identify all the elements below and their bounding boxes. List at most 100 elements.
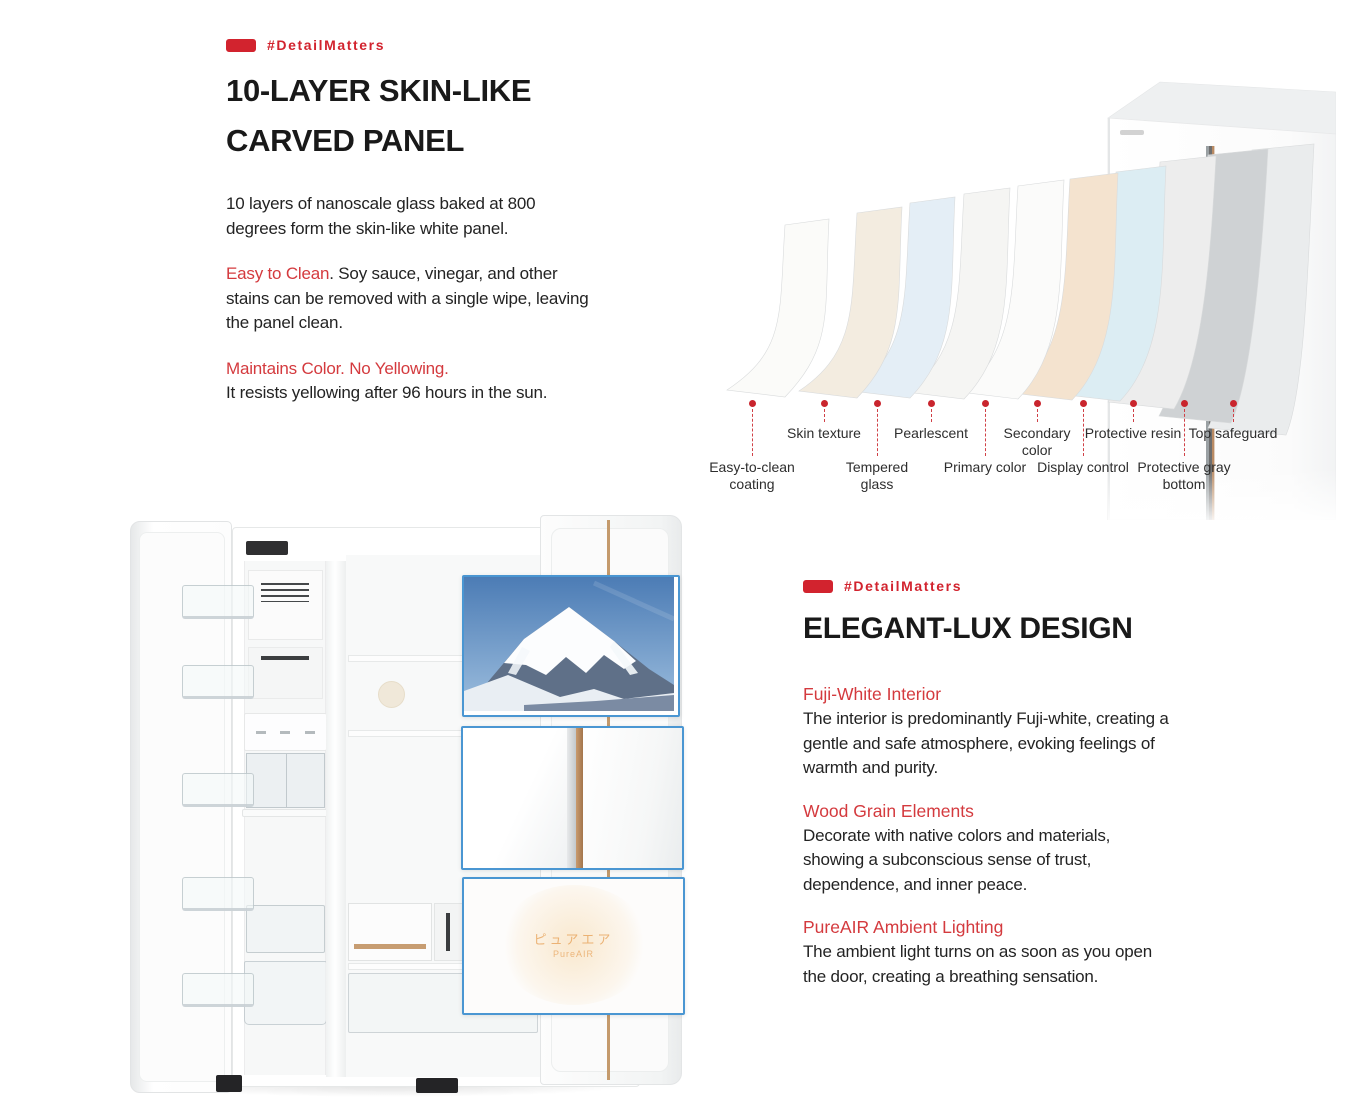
layer-label: Primary color (943, 459, 1027, 475)
feature-ambient-lighting: PureAIR Ambient Lighting The ambient lig… (803, 915, 1175, 989)
freezer-drawer-upper (246, 905, 325, 953)
bin-divider (285, 754, 287, 807)
title-line-2: CARVED PANEL (226, 123, 465, 158)
wood-handle-callout-image (461, 726, 684, 870)
fridge-foot (216, 1075, 242, 1092)
carved-panel-copy: #DetailMatters 10-LAYER SKIN-LIKE CARVED… (226, 37, 594, 423)
feature-fuji-white: Fuji-White Interior The interior is pred… (803, 682, 1175, 781)
fridge-foot (416, 1078, 458, 1093)
feature-heading: PureAIR Ambient Lighting (803, 917, 1004, 937)
dispenser-icon (280, 731, 290, 734)
easy-to-clean-body: . Soy sauce, vinegar, and other stains c… (226, 264, 589, 332)
twin-ice-bins (246, 753, 325, 808)
carved-panel-title: 10-LAYER SKIN-LIKE CARVED PANEL (226, 66, 594, 166)
red-flag-icon (226, 38, 256, 52)
pureair-label-en: PureAIR (552, 949, 594, 959)
feature-body: The interior is predominantly Fuji-white… (803, 709, 1169, 777)
door-bin (182, 773, 254, 807)
red-flag-icon (803, 579, 833, 593)
air-vent-grille (261, 583, 309, 602)
maintains-color-highlight: Maintains Color. No Yellowing. (226, 358, 449, 378)
ten-layer-diagram: Easy-to-clean coating Skin texture Tempe… (680, 60, 1336, 520)
feature-body: The ambient light turns on as soon as yo… (803, 942, 1152, 986)
dashed-leader (751, 409, 753, 456)
feature-wood-grain: Wood Grain Elements Decorate with native… (803, 799, 1175, 898)
layer-label: Protective resin (1084, 425, 1182, 441)
handle-groove (567, 728, 576, 868)
maintains-color-paragraph: Maintains Color. No Yellowing. It resist… (226, 357, 594, 406)
dashed-leader (876, 409, 878, 456)
layer-label: Easy-to-clean coating (709, 459, 795, 492)
freezer-shelf-rail (242, 809, 328, 817)
layer-callout-protective-gray: Protective gray bottom (1136, 400, 1232, 492)
dashed-leader (823, 409, 825, 422)
detail-matters-tag: #DetailMatters (803, 578, 1175, 594)
pureair-label-jp: ピュアエア (533, 932, 614, 947)
dashed-leader (1082, 409, 1084, 456)
dashed-leader (984, 409, 986, 456)
feature-body: Decorate with native colors and material… (803, 825, 1111, 894)
layer-label: Top safeguard (1188, 425, 1278, 441)
red-dot-icon (748, 400, 756, 407)
icemaker-housing (248, 570, 323, 640)
dispenser-icon (256, 731, 266, 734)
mount-fuji-photo (464, 577, 676, 711)
snow-cap (504, 607, 636, 675)
red-dot-icon (820, 400, 828, 407)
maintains-color-body: It resists yellowing after 96 hours in t… (226, 383, 548, 402)
pureair-disc (378, 681, 405, 708)
carved-panel-intro: 10 layers of nanoscale glass baked at 80… (226, 194, 536, 238)
elegant-lux-title: ELEGANT-LUX DESIGN (803, 612, 1133, 645)
layer-callout-display-control: Display control (1035, 400, 1131, 476)
door-bin (182, 877, 254, 911)
ambient-glow (498, 885, 650, 1005)
layer-sheet-primary-color (959, 179, 1065, 400)
red-dot-icon (1129, 400, 1137, 407)
layer-callout-easy-clean: Easy-to-clean coating (704, 400, 800, 492)
dashed-leader (930, 409, 932, 422)
elegant-lux-copy: #DetailMatters ELEGANT-LUX DESIGN Fuji-W… (803, 578, 1175, 989)
feature-list: Fuji-White Interior The interior is pred… (803, 682, 1175, 989)
layer-sheet-pearlescent (905, 187, 1011, 400)
red-dot-icon (1033, 400, 1041, 407)
door-bin (182, 665, 254, 699)
right-door-face (583, 728, 682, 868)
dashed-leader (1232, 409, 1234, 422)
title-line-1: 10-LAYER SKIN-LIKE (226, 73, 532, 108)
layer-label: Tempered glass (845, 459, 909, 492)
freezer-drawer-lower (244, 961, 327, 1025)
tag-label: #DetailMatters (844, 578, 963, 594)
layer-label: Skin texture (787, 425, 861, 441)
layer-callout-primary-color: Primary color (937, 400, 1033, 476)
door-bin (182, 973, 254, 1007)
feature-heading: Wood Grain Elements (803, 800, 974, 821)
drawer-slot (446, 913, 450, 951)
red-dot-icon (1229, 400, 1237, 407)
tag-label: #DetailMatters (267, 37, 386, 53)
dispenser-icon (305, 731, 315, 734)
layer-sheet-tempered-glass (851, 196, 956, 399)
dashed-leader (1183, 409, 1185, 456)
layer-label: Pearlescent (894, 425, 968, 441)
ambient-light-callout-image: ピュアエア PureAIR (462, 877, 685, 1015)
feature-heading: Fuji-White Interior (803, 684, 942, 704)
wood-grain-handle (576, 728, 583, 868)
layer-diagram-art (726, 81, 1336, 520)
easy-to-clean-highlight: Easy to Clean (226, 264, 330, 283)
wood-trim-drawer (348, 903, 432, 961)
layer-sheet-secondary-color (1011, 172, 1119, 401)
dashed-leader (1132, 409, 1134, 422)
detail-matters-tag: #DetailMatters (226, 37, 594, 53)
layer-label: Display control (1037, 459, 1129, 475)
layer-sheet-easy-clean (726, 218, 830, 398)
layer-callout-secondary-color: Secondary color (989, 400, 1085, 458)
layer-callout-skin-texture: Skin texture (776, 400, 872, 442)
layer-callout-top-safeguard: Top safeguard (1185, 400, 1281, 442)
freezer-bin-vent (261, 656, 309, 660)
wood-grain-strip (354, 944, 426, 949)
red-dot-icon (873, 400, 881, 407)
layer-label: Secondary color (1003, 425, 1071, 458)
dashed-leader (1036, 409, 1038, 422)
layer-label: Protective gray bottom (1137, 459, 1231, 492)
